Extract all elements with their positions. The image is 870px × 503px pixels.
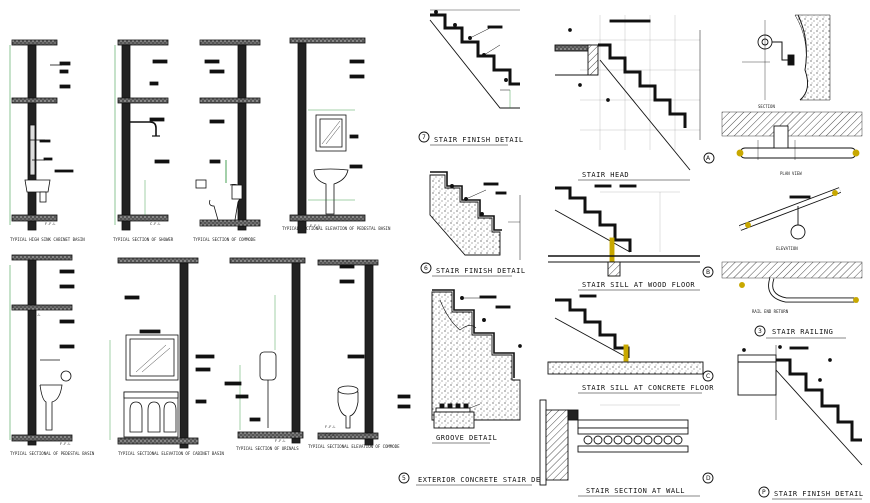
finish-p-number: P	[762, 489, 766, 496]
caption-cabinet-elevation: TYPICAL SECTIONAL ELEVATION OF CABINET B…	[118, 451, 225, 456]
wood-tag-bubble	[702, 266, 714, 278]
railing-number: 3	[758, 328, 762, 335]
stair-head-title: STAIR HEAD	[582, 171, 629, 179]
panel-pedestal-section	[9, 254, 75, 446]
ffl-label-3: F.F.L	[60, 442, 71, 446]
detail-7-bubble	[418, 131, 430, 143]
railing-elevation-label: ELEVATION	[776, 246, 798, 251]
detail-7-number: 7	[422, 134, 426, 141]
stair-sections	[539, 15, 715, 497]
cfl-label: C.F.L	[150, 222, 161, 226]
detail-5	[431, 289, 522, 421]
panel-urinals	[224, 257, 306, 444]
detail-6-bubble	[420, 262, 432, 274]
concrete-floor-tag: C	[706, 373, 710, 380]
concrete-floor-title: STAIR SILL AT CONCRETE FLOOR	[582, 384, 714, 392]
stair-finish-p	[737, 345, 863, 466]
wall-section-title: STAIR SECTION AT WALL	[586, 487, 685, 495]
detail-6-number: 6	[424, 265, 428, 272]
section-at-wall	[539, 399, 689, 486]
insulation-row	[583, 435, 683, 445]
wall-section-tag: D	[706, 475, 711, 482]
finish-p-title: STAIR FINISH DETAIL	[774, 490, 864, 498]
wall-tag-bubble	[702, 472, 714, 484]
panel-commode-elevation	[317, 259, 411, 446]
stair-head	[554, 19, 701, 171]
ffl-label-5: F.F.L	[325, 425, 336, 429]
detail-5-title: EXTERIOR CONCRETE STAIR DET	[418, 476, 546, 484]
stair-section-labels: STAIR HEAD A STAIR SILL AT WOOD FLOOR B …	[582, 155, 714, 495]
groove-title: GROOVE DETAIL	[436, 434, 497, 442]
panel-shower	[114, 39, 170, 231]
ffl-label-4: F.F.L	[275, 439, 286, 443]
wood-floor-tag: B	[706, 269, 710, 276]
detail-7	[429, 9, 520, 109]
railing-plan-label: PLAN VIEW	[780, 171, 802, 176]
panel-high-sink	[9, 39, 74, 231]
detail-6	[429, 171, 521, 260]
ffl-label-2: F.F.L	[310, 224, 321, 228]
wood-floor-title: STAIR SILL AT WOOD FLOOR	[582, 281, 695, 289]
panel-commode	[195, 39, 261, 231]
railing-section-label: SECTION	[758, 104, 775, 109]
caption-commode: TYPICAL SECTION OF COMMODE	[193, 237, 256, 242]
head-tag-bubble	[703, 152, 715, 164]
rail-end-label: RAIL END RETURN	[752, 309, 789, 314]
railing-labels: SECTION PLAN VIEW ELEVATION RAIL END RET…	[752, 104, 864, 498]
detail-5-number: 5	[402, 475, 406, 482]
finish-p-bubble	[758, 486, 770, 498]
caption-commode-elevation: TYPICAL SECTIONAL ELEVATION OF COMMODE	[308, 444, 400, 449]
plumbing-labels: F.F.L C.F.L F.F.L C.F.L F.F.L F.F.L F.F.…	[10, 222, 400, 456]
caption-high-sink: TYPICAL HIGH SINK CABINET BASIN	[10, 237, 85, 242]
caption-pedestal-section: TYPICAL SECTIONAL OF PEDESTAL BASIN	[10, 451, 95, 456]
stair-finish-details	[398, 9, 532, 486]
plumbing-sections	[9, 37, 411, 449]
detail-7-title: STAIR FINISH DETAIL	[434, 136, 524, 144]
concrete-tag-bubble	[702, 370, 714, 382]
detail-5-bubble	[398, 472, 410, 484]
panel-pedestal-elevation	[289, 37, 366, 234]
caption-shower: TYPICAL SECTION OF SHOWER	[113, 237, 174, 242]
caption-pedestal-elevation: TYPICAL SECTIONAL ELEVATION OF PEDESTAL …	[282, 226, 391, 231]
sill-wood-floor	[548, 184, 700, 277]
panel-cabinet-elevation	[109, 257, 215, 449]
stair-head-tag: A	[706, 155, 711, 162]
stair-finish-labels: 7 STAIR FINISH DETAIL 6 STAIR FINISH DET…	[402, 134, 546, 484]
cfl-label-3: C.F.L	[325, 433, 336, 437]
ffl-label: F.F.L	[45, 222, 56, 226]
groove-detail	[433, 403, 481, 429]
cfl-label-2: C.F.L	[30, 313, 41, 317]
caption-urinals: TYPICAL SECTION OF URINALS	[236, 446, 299, 451]
sill-concrete-floor	[547, 294, 704, 375]
stair-railing	[721, 14, 863, 500]
railing-title: STAIR RAILING	[772, 328, 833, 336]
detail-6-title: STAIR FINISH DETAIL	[436, 267, 526, 275]
railing-bubble	[754, 325, 766, 337]
